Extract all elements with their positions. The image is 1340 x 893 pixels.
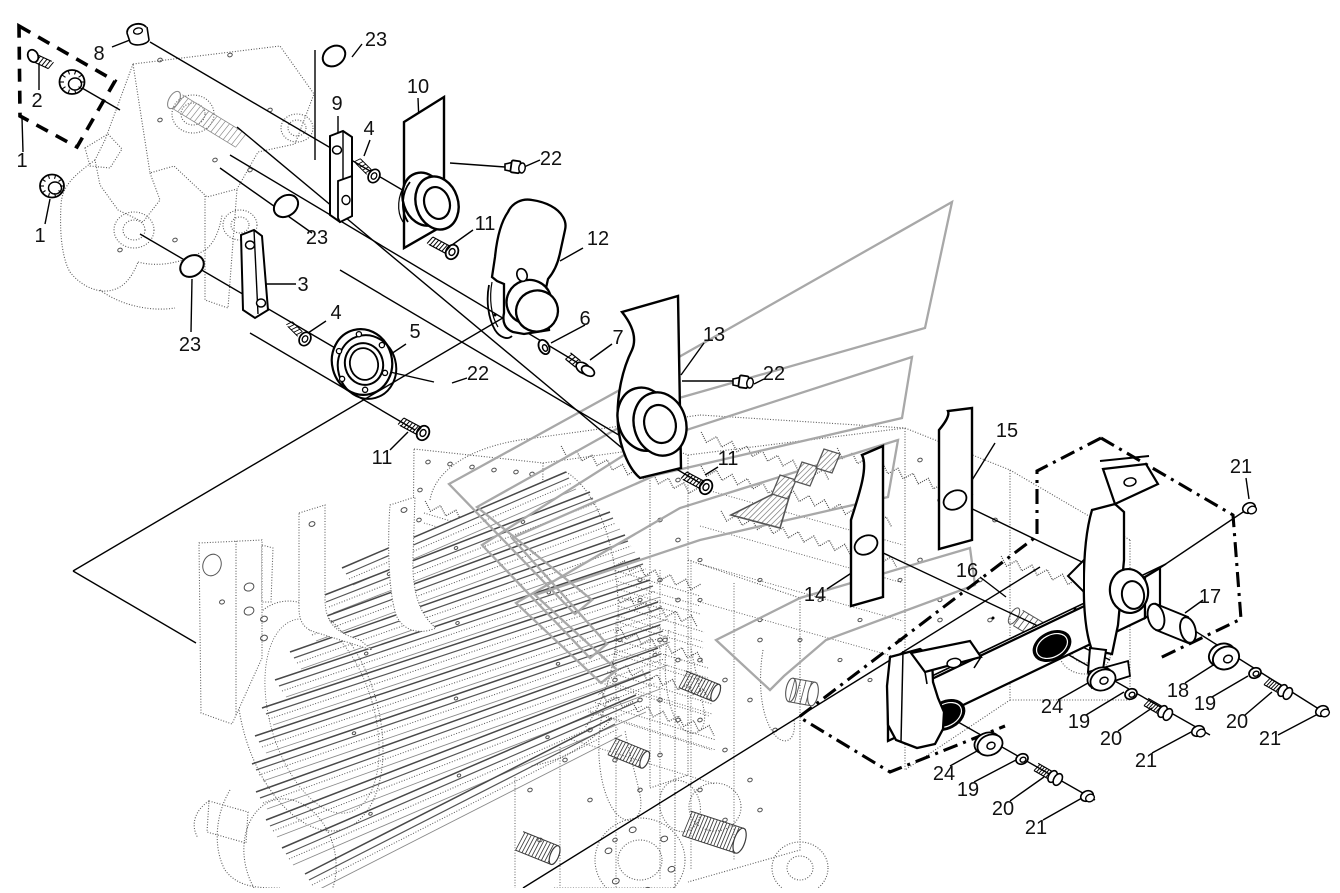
svg-text:21: 21 — [1230, 456, 1252, 478]
svg-text:22: 22 — [763, 363, 785, 385]
svg-text:19: 19 — [1194, 693, 1216, 715]
svg-text:10: 10 — [407, 76, 429, 98]
svg-text:23: 23 — [365, 29, 387, 51]
svg-text:8: 8 — [93, 43, 104, 65]
svg-text:1: 1 — [34, 225, 45, 247]
svg-text:16: 16 — [956, 560, 978, 582]
svg-text:21: 21 — [1025, 817, 1047, 839]
svg-text:11: 11 — [718, 448, 739, 470]
svg-text:24: 24 — [1041, 696, 1063, 718]
svg-text:22: 22 — [467, 363, 489, 385]
svg-text:23: 23 — [306, 227, 328, 249]
svg-text:6: 6 — [579, 308, 590, 330]
svg-text:20: 20 — [1100, 728, 1122, 750]
svg-text:14: 14 — [804, 584, 826, 606]
svg-text:2: 2 — [31, 90, 42, 112]
svg-text:18: 18 — [1167, 680, 1189, 702]
svg-text:19: 19 — [957, 779, 979, 801]
svg-text:4: 4 — [363, 118, 374, 140]
svg-text:11: 11 — [475, 213, 496, 235]
svg-text:3: 3 — [297, 274, 308, 296]
svg-text:21: 21 — [1259, 728, 1281, 750]
svg-text:7: 7 — [612, 327, 623, 349]
svg-text:23: 23 — [179, 334, 201, 356]
svg-text:22: 22 — [540, 148, 562, 170]
svg-text:17: 17 — [1199, 586, 1221, 608]
svg-text:12: 12 — [587, 228, 609, 250]
svg-text:21: 21 — [1135, 750, 1157, 772]
svg-text:20: 20 — [992, 798, 1014, 820]
svg-text:24: 24 — [933, 763, 955, 785]
svg-text:19: 19 — [1068, 711, 1090, 733]
svg-text:11: 11 — [372, 447, 393, 469]
svg-text:13: 13 — [703, 324, 725, 346]
svg-text:4: 4 — [330, 302, 341, 324]
svg-text:9: 9 — [331, 93, 342, 115]
svg-text:5: 5 — [409, 321, 420, 343]
svg-text:20: 20 — [1226, 711, 1248, 733]
svg-text:1: 1 — [16, 150, 27, 172]
svg-text:15: 15 — [996, 420, 1018, 442]
